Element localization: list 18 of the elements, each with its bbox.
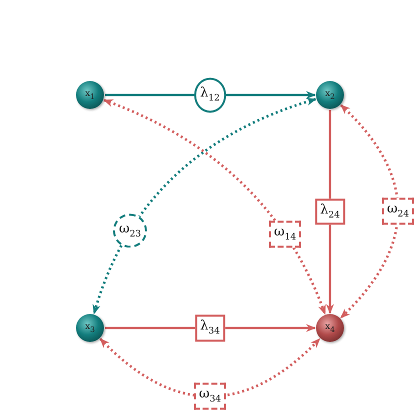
- sphere-node: [76, 314, 104, 342]
- edge-label: λ$_{34}$: [195, 314, 225, 342]
- node-label: x$_{3}$: [85, 322, 95, 334]
- dotted-arrow: [99, 338, 321, 398]
- dotted-arrow: [340, 104, 400, 319]
- node-label: x$_{1}$: [85, 89, 95, 101]
- edge-label: ω$_{23}$: [112, 213, 148, 248]
- arrow: [326, 110, 334, 314]
- edge-label: ω$_{34}$: [194, 383, 226, 410]
- node-label: x$_{4}$: [325, 322, 335, 334]
- sphere-node: [316, 81, 344, 109]
- sphere-node: [316, 314, 344, 342]
- edge-label: ω$_{14}$: [269, 221, 302, 248]
- edge-label: λ$_{24}$: [315, 198, 345, 225]
- edge-label: ω$_{24}$: [382, 198, 414, 225]
- node-label: x$_{2}$: [325, 89, 335, 101]
- sphere-node: [76, 81, 104, 109]
- edge-label: λ$_{12}$: [194, 78, 226, 112]
